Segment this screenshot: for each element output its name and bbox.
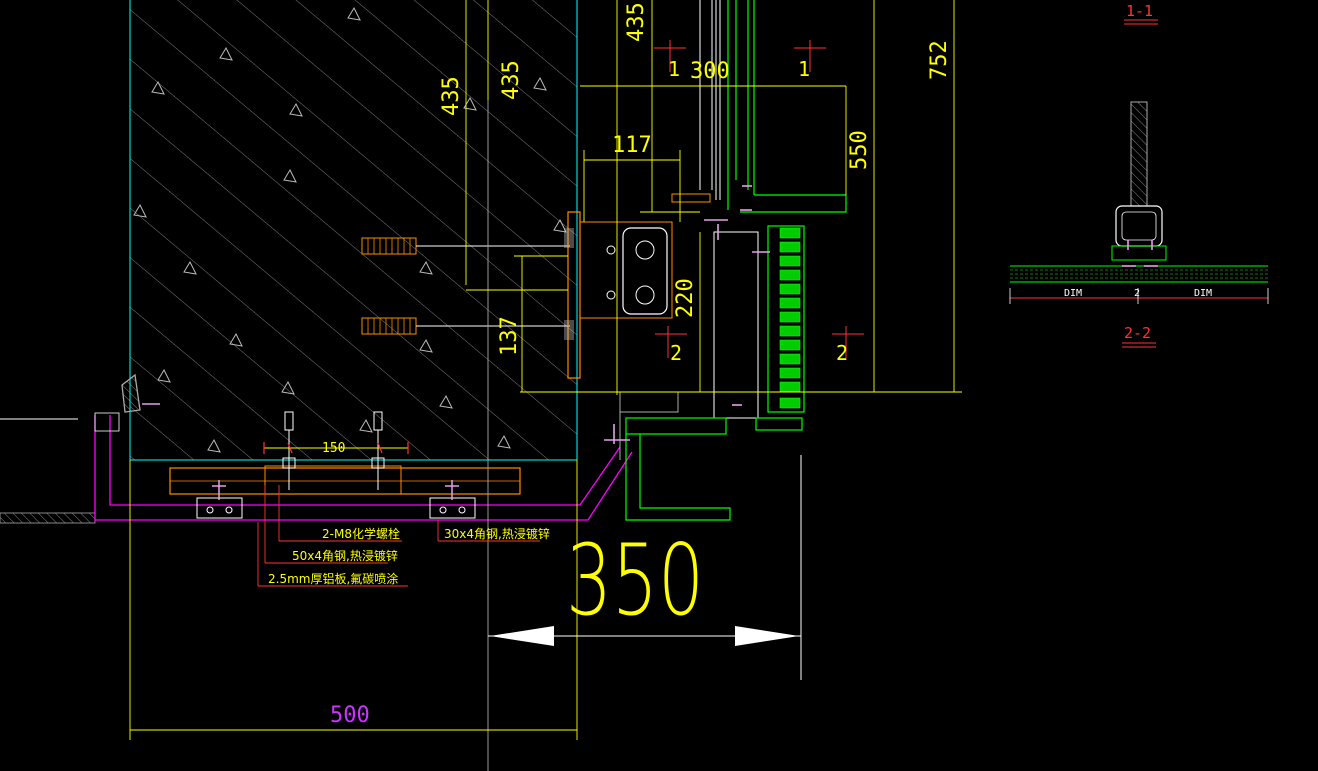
detail-title-1: 1-1: [1126, 2, 1153, 20]
section-mark-crosses: [654, 40, 864, 358]
fastener-screws: [142, 185, 770, 444]
bottom-steel-frame: [169, 465, 521, 519]
dim-220: 220: [673, 278, 698, 318]
floor-slab: [0, 418, 96, 524]
dim-752: 752: [927, 40, 952, 80]
detail-dim-left: DIM: [1064, 288, 1082, 299]
section-detail: 1-1 DIM 2 DIM 2-2: [1009, 2, 1269, 348]
annotation-bolt: 2-M8化学螺栓: [322, 526, 400, 541]
dim-550: 550: [847, 130, 872, 170]
annotation-angle-30: 30x4角钢,热浸镀锌: [444, 527, 550, 541]
curtain-wall-mullion: [625, 0, 847, 521]
section-mark-1a: 1: [668, 57, 680, 81]
aggregate-triangles: [133, 6, 567, 453]
annotation-leaders: [257, 485, 540, 587]
annotation-angle-50: 50x4角钢,热浸镀锌: [292, 549, 398, 563]
concrete-wall: [129, 0, 578, 461]
detail-dim-right: DIM: [1194, 288, 1212, 299]
dimension-ticks: [263, 442, 409, 454]
aluminum-panel: [94, 373, 633, 521]
dim-500: 500: [330, 703, 370, 728]
section-mark-2b: 2: [836, 341, 848, 365]
dim-435-left: 435: [439, 76, 464, 116]
embedded-bracket: [564, 211, 673, 379]
section-mark-1b: 1: [798, 57, 810, 81]
dim-137: 137: [497, 316, 522, 356]
arrow-right-icon: [735, 626, 799, 646]
detail-title-2: 2-2: [1124, 324, 1151, 342]
chemical-anchors: [282, 411, 385, 490]
insulation-blocks: [779, 227, 801, 409]
steel-column: [619, 0, 759, 460]
dim-350: 350: [566, 524, 704, 638]
detail-dim-mid: 2: [1134, 288, 1140, 299]
dim-117: 117: [612, 133, 652, 158]
dim-150: 150: [322, 441, 345, 456]
annotation-plate: 2.5mm厚铝板,氟碳喷涂: [268, 571, 398, 586]
dim-435-mid: 435: [499, 60, 524, 100]
dim-300: 300: [690, 59, 730, 84]
dimension-lines: [129, 0, 962, 771]
arrow-left-icon: [490, 626, 554, 646]
dim-435-top: 435: [624, 2, 649, 42]
wall-anchor-bolts: [361, 237, 570, 335]
dimension-350: [488, 455, 802, 680]
section-mark-2a: 2: [670, 341, 682, 365]
